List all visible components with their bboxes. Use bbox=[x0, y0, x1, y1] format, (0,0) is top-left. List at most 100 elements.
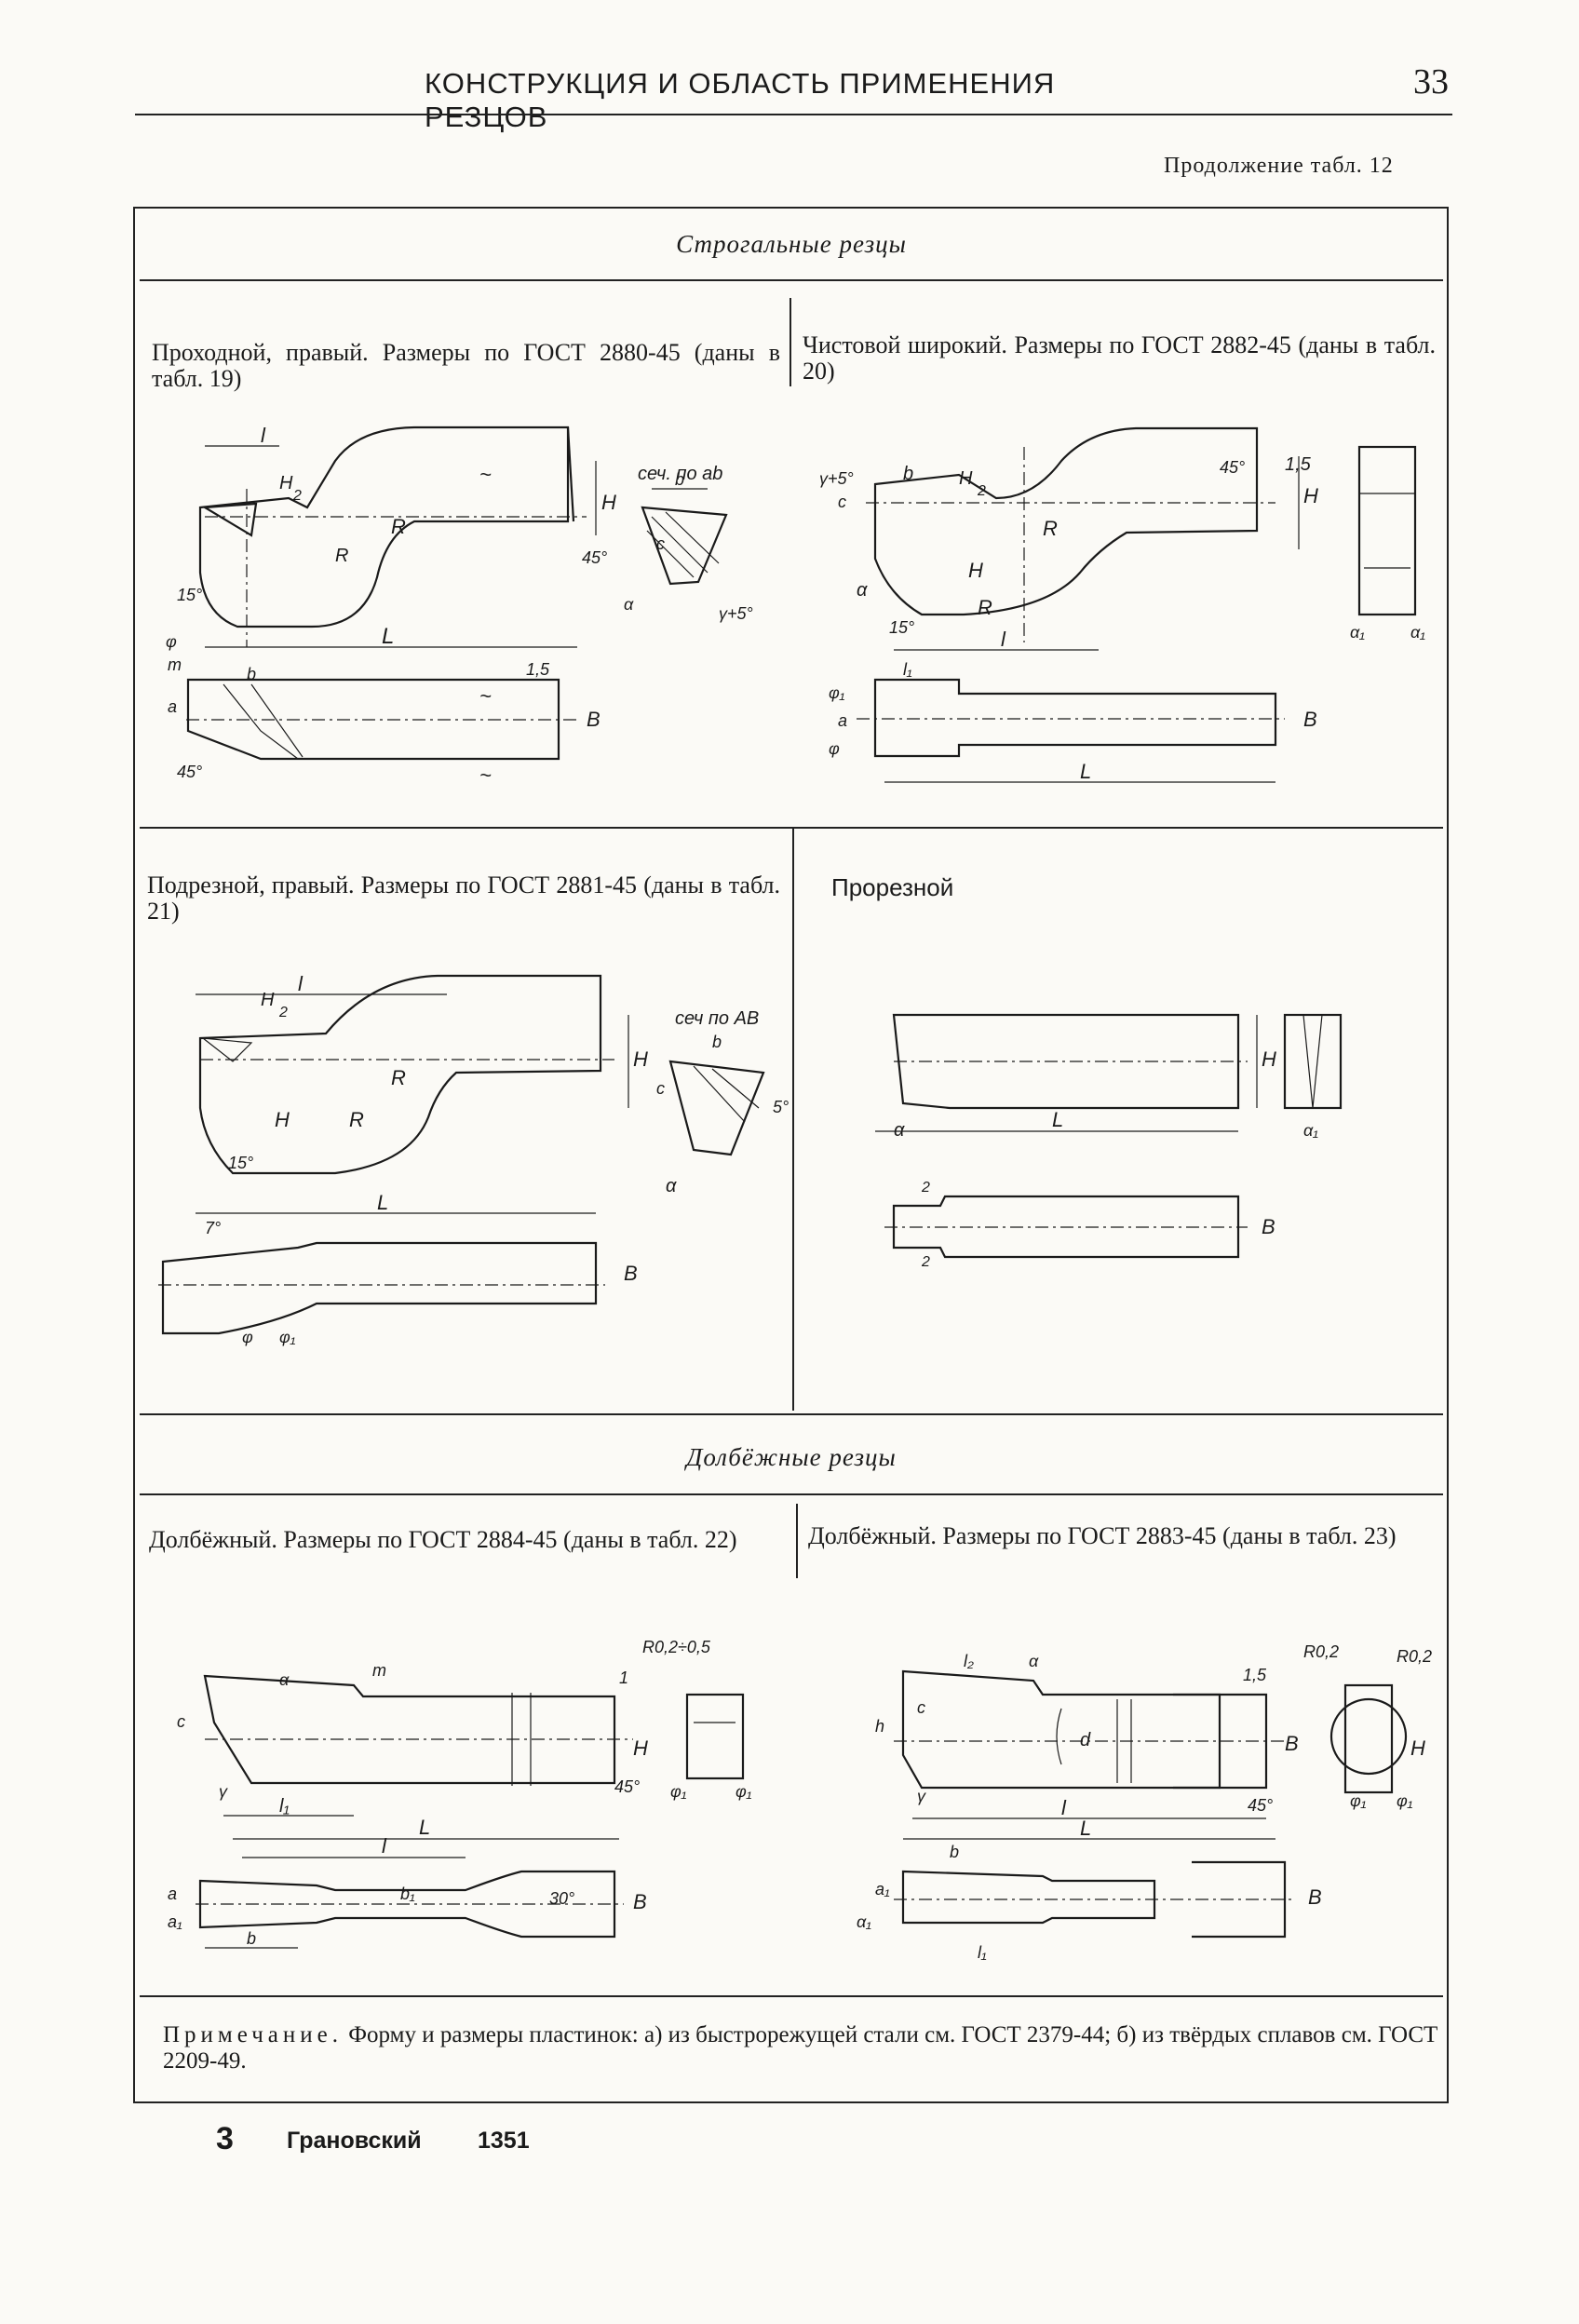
svg-text:B: B bbox=[587, 708, 601, 731]
svg-text:R0,2: R0,2 bbox=[1397, 1647, 1432, 1666]
caption-wide-finishing: Чистовой широкий. Размеры по ГОСТ 2882-4… bbox=[803, 331, 1436, 385]
svg-text:2: 2 bbox=[977, 483, 986, 499]
svg-text:B: B bbox=[1308, 1885, 1322, 1909]
svg-text:α₁: α₁ bbox=[857, 1912, 871, 1931]
svg-text:d: d bbox=[1080, 1730, 1091, 1750]
svg-text:l: l bbox=[261, 424, 266, 447]
svg-text:l: l bbox=[1001, 628, 1006, 651]
svg-text:c: c bbox=[177, 1712, 185, 1731]
svg-text:c: c bbox=[917, 1698, 925, 1717]
svg-text:L: L bbox=[1080, 760, 1091, 783]
svg-text:45°: 45° bbox=[1248, 1796, 1273, 1815]
footer-code: 1351 bbox=[478, 2128, 530, 2154]
header-rule bbox=[135, 114, 1452, 115]
caption-facing-tool: Подрезной, правый. Размеры по ГОСТ 2881-… bbox=[147, 872, 780, 925]
svg-text:l₁: l₁ bbox=[903, 660, 912, 679]
svg-text:H: H bbox=[275, 1108, 290, 1131]
svg-text:α₁: α₁ bbox=[1303, 1121, 1318, 1140]
svg-text:B: B bbox=[1303, 708, 1317, 731]
drawing-cutoff-tool: L H α α₁ B 22 bbox=[875, 1013, 1343, 1270]
svg-text:R: R bbox=[1043, 517, 1058, 540]
svg-text:45°: 45° bbox=[614, 1777, 640, 1796]
svg-text:a₁: a₁ bbox=[168, 1912, 182, 1931]
svg-text:~: ~ bbox=[479, 684, 492, 708]
page-number: 33 bbox=[1413, 62, 1449, 101]
footer-author: Грановский bbox=[287, 2128, 422, 2154]
svg-text:α₁: α₁ bbox=[1410, 623, 1425, 642]
svg-text:L: L bbox=[1080, 1817, 1091, 1840]
svg-text:a: a bbox=[838, 711, 847, 730]
drawing-straight-planing-tool: l L H2 RR ~ H 45° φ 15° сеч. по ab b cγ+… bbox=[166, 424, 753, 787]
running-title: КОНСТРУКЦИЯ И ОБЛАСТЬ ПРИМЕНЕНИЯ РЕЗЦОВ bbox=[425, 67, 1056, 133]
svg-text:φ₁: φ₁ bbox=[1397, 1791, 1413, 1810]
svg-text:b: b bbox=[247, 665, 256, 683]
table-frame bbox=[133, 207, 1449, 2103]
svg-text:l₂: l₂ bbox=[964, 1652, 974, 1670]
svg-text:φ₁: φ₁ bbox=[829, 683, 845, 702]
svg-text:B: B bbox=[633, 1890, 647, 1913]
svg-text:c: c bbox=[838, 493, 846, 511]
svg-text:α: α bbox=[666, 1176, 677, 1196]
svg-text:H: H bbox=[633, 1736, 648, 1760]
caption-cutoff-tool: Прорезной bbox=[831, 873, 954, 901]
svg-text:H: H bbox=[279, 473, 293, 493]
svg-text:R: R bbox=[391, 1066, 406, 1089]
svg-text:R0,2: R0,2 bbox=[1303, 1642, 1339, 1661]
svg-text:H: H bbox=[1262, 1047, 1276, 1071]
svg-text:2: 2 bbox=[921, 1254, 930, 1270]
svg-text:l₁: l₁ bbox=[978, 1943, 987, 1962]
svg-text:α: α bbox=[894, 1120, 905, 1141]
svg-text:2: 2 bbox=[921, 1180, 930, 1196]
section-title-slotting: Долбёжные резцы bbox=[686, 1443, 897, 1471]
svg-text:b₁: b₁ bbox=[400, 1885, 415, 1903]
svg-text:15°: 15° bbox=[889, 618, 914, 637]
caption-slotting-2883: Долбёжный. Размеры по ГОСТ 2883-45 (даны… bbox=[808, 1522, 1397, 1549]
svg-text:H: H bbox=[1303, 484, 1318, 507]
svg-text:b: b bbox=[950, 1843, 959, 1861]
svg-text:L: L bbox=[382, 624, 394, 649]
svg-text:~: ~ bbox=[479, 463, 492, 486]
footer-sheet-number: 3 bbox=[216, 2121, 234, 2156]
svg-text:m: m bbox=[168, 655, 182, 674]
svg-text:φ₁: φ₁ bbox=[1350, 1791, 1367, 1810]
rule-under-planing-title bbox=[140, 279, 1443, 281]
svg-text:b: b bbox=[903, 464, 913, 484]
svg-text:l: l bbox=[298, 972, 304, 995]
col-divider-3 bbox=[796, 1504, 798, 1578]
svg-text:~: ~ bbox=[479, 763, 492, 787]
table-note: Примечание. Форму и размеры пластинок: а… bbox=[163, 2022, 1448, 2074]
svg-text:l₁: l₁ bbox=[279, 1796, 290, 1817]
svg-text:R: R bbox=[349, 1108, 364, 1131]
svg-text:φ₁: φ₁ bbox=[670, 1782, 687, 1801]
svg-text:B: B bbox=[624, 1262, 638, 1285]
svg-text:φ₁: φ₁ bbox=[279, 1328, 296, 1346]
svg-text:H: H bbox=[633, 1047, 648, 1071]
svg-text:2: 2 bbox=[292, 488, 302, 504]
svg-text:сеч по АВ: сеч по АВ bbox=[675, 1008, 759, 1029]
svg-text:1,5: 1,5 bbox=[1243, 1666, 1267, 1684]
svg-text:b: b bbox=[712, 1033, 722, 1051]
drawing-facing-tool: l H2 RR H 15° L H сеч по АВ bc α5° 7°B φ… bbox=[158, 972, 789, 1346]
svg-text:c: c bbox=[656, 1079, 665, 1098]
col-divider-1 bbox=[790, 298, 791, 386]
svg-text:45°: 45° bbox=[1220, 458, 1245, 477]
svg-text:b: b bbox=[675, 470, 684, 489]
svg-text:R: R bbox=[391, 515, 406, 538]
svg-text:1: 1 bbox=[619, 1669, 628, 1687]
svg-text:L: L bbox=[419, 1816, 430, 1839]
rule-under-slotting-title bbox=[140, 1493, 1443, 1495]
rule-row1 bbox=[140, 827, 1443, 829]
svg-text:1,5: 1,5 bbox=[526, 660, 550, 679]
svg-text:h: h bbox=[875, 1717, 884, 1736]
svg-text:B: B bbox=[1285, 1732, 1299, 1755]
rule-above-note bbox=[140, 1995, 1443, 1997]
svg-text:L: L bbox=[377, 1191, 388, 1214]
svg-text:45°: 45° bbox=[582, 548, 607, 567]
svg-text:φ: φ bbox=[166, 632, 177, 651]
section-title-planing: Строгальные резцы bbox=[676, 230, 907, 258]
svg-text:H: H bbox=[601, 491, 616, 514]
svg-text:H: H bbox=[1410, 1736, 1425, 1760]
svg-text:α: α bbox=[624, 595, 634, 614]
